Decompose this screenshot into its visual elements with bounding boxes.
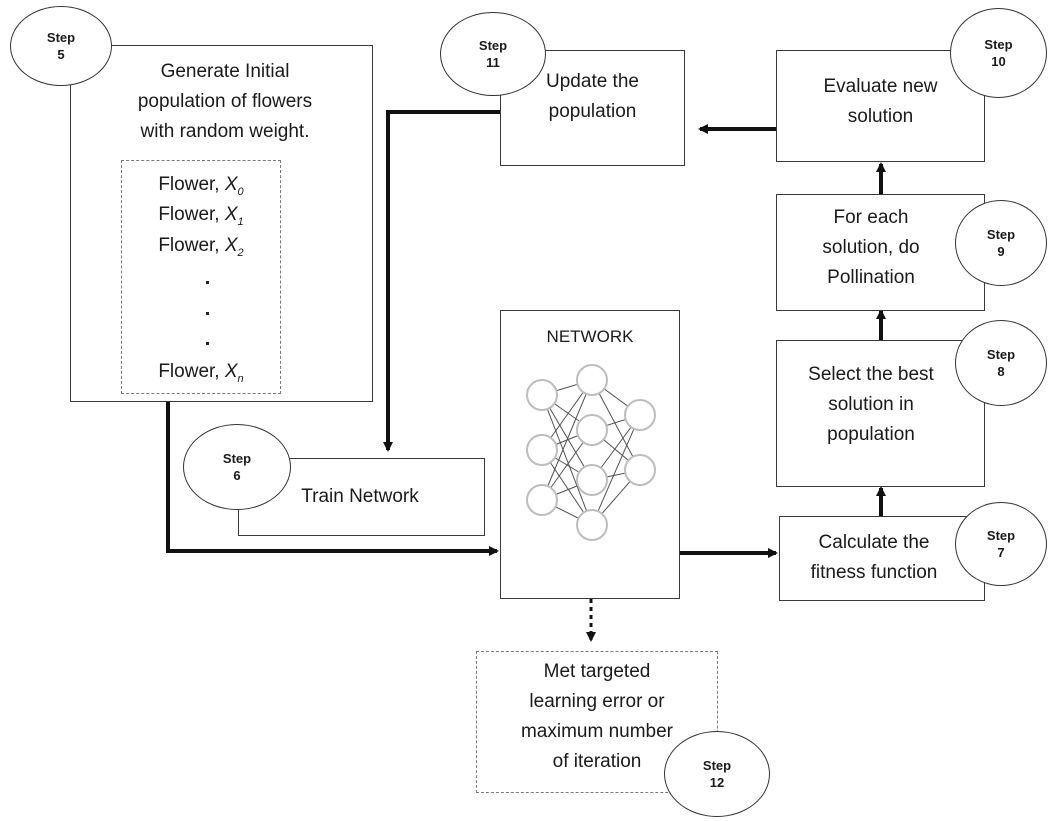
stop-line1: Met targeted xyxy=(543,661,651,682)
flower-item-n: Flower, Xn xyxy=(126,357,276,394)
flower-label: Flower, xyxy=(158,174,220,195)
fitness-line1: Calculate the xyxy=(818,532,930,553)
ellipsis-dot xyxy=(206,342,209,345)
flower-label: Flower, xyxy=(158,361,220,382)
flower-sub: 1 xyxy=(237,215,244,228)
pollination-line2: solution, do xyxy=(822,237,920,258)
input-node xyxy=(526,434,558,466)
select-line1: Select the best xyxy=(808,364,934,385)
flower-label: Flower, xyxy=(158,235,220,256)
step-7-badge: Step 7 xyxy=(955,502,1047,586)
step-5-badge: Step 5 xyxy=(10,6,112,86)
pollination-text: For each solution, do Pollination xyxy=(776,203,966,293)
arrow-update-to-train xyxy=(383,110,500,452)
step-word: Step xyxy=(702,758,732,773)
flower-var: X xyxy=(224,204,238,225)
fitness-box xyxy=(779,516,985,601)
step-word: Step xyxy=(986,347,1016,362)
update-population-text: Update the population xyxy=(500,67,685,127)
step-number: 7 xyxy=(997,545,1005,560)
flower-item-0: Flower, X0 xyxy=(126,170,276,207)
network-label: NETWORK xyxy=(546,327,634,346)
stop-criterion-text: Met targeted learning error or maximum n… xyxy=(476,657,718,777)
flower-sub: 0 xyxy=(237,185,244,198)
step-number: 5 xyxy=(57,47,65,62)
step-8-badge: Step 8 xyxy=(955,320,1047,406)
train-network-label: Train Network xyxy=(301,486,419,507)
step-word: Step xyxy=(46,30,76,45)
population-title-line2: population of flowers xyxy=(137,91,313,112)
flower-item-2: Flower, X2 xyxy=(126,231,276,268)
neural-network-icon xyxy=(526,364,656,541)
step-number: 12 xyxy=(709,775,725,790)
ellipsis-dot xyxy=(206,312,209,315)
evaluate-line1: Evaluate new xyxy=(823,76,938,97)
flower-sub: 2 xyxy=(237,246,244,259)
step-number: 6 xyxy=(233,468,241,483)
step-word: Step xyxy=(222,451,252,466)
population-title-line3: with random weight. xyxy=(140,121,310,142)
stop-line4: of iteration xyxy=(552,751,642,772)
pollination-box xyxy=(776,194,985,311)
step-6-badge: Step 6 xyxy=(183,424,291,510)
input-node xyxy=(526,484,558,516)
population-title-line1: Generate Initial xyxy=(160,61,290,82)
flower-label: Flower, xyxy=(158,204,220,225)
pollination-line3: Pollination xyxy=(827,267,915,288)
step-number: 9 xyxy=(997,244,1005,259)
step-11-badge: Step 11 xyxy=(440,12,546,96)
evaluate-text: Evaluate new solution xyxy=(776,72,985,132)
input-node xyxy=(526,379,558,411)
step-number: 10 xyxy=(991,54,1006,69)
stop-line2: learning error or xyxy=(529,691,665,712)
select-line2: solution in xyxy=(828,394,914,415)
hidden-node xyxy=(576,414,608,446)
select-best-box xyxy=(776,340,985,487)
arrow-population-to-network xyxy=(166,402,499,556)
flower-var: X xyxy=(224,174,238,195)
step-9-badge: Step 9 xyxy=(955,200,1047,286)
hidden-node xyxy=(576,464,608,496)
fitness-text: Calculate the fitness function xyxy=(779,528,969,588)
evaluate-line2: solution xyxy=(847,106,914,127)
flower-var: X xyxy=(224,361,238,382)
step-word: Step xyxy=(984,37,1013,52)
update-line1: Update the xyxy=(546,71,639,92)
fitness-line2: fitness function xyxy=(810,562,938,583)
pollination-line1: For each xyxy=(833,207,909,228)
evaluate-box xyxy=(776,50,985,162)
stop-line3: maximum number xyxy=(520,721,674,742)
select-best-text: Select the best solution in population xyxy=(776,360,966,450)
hidden-node xyxy=(576,364,608,396)
output-node xyxy=(624,399,656,431)
step-12-badge: Step 12 xyxy=(664,731,770,817)
step-word: Step xyxy=(986,528,1016,543)
flower-item-1: Flower, X1 xyxy=(126,200,276,237)
step-word: Step xyxy=(986,227,1016,242)
flower-list xyxy=(121,160,281,394)
step-10-badge: Step 10 xyxy=(950,8,1047,98)
step-number: 8 xyxy=(997,364,1005,379)
select-line3: population xyxy=(827,424,915,445)
step-word: Step xyxy=(478,38,508,53)
flower-sub: n xyxy=(237,372,244,385)
step-number: 11 xyxy=(486,55,500,70)
population-title: Generate Initial population of flowers w… xyxy=(80,57,370,147)
output-node xyxy=(624,454,656,486)
hidden-node xyxy=(576,509,608,541)
update-line2: population xyxy=(548,101,637,122)
flower-var: X xyxy=(224,235,238,256)
ellipsis-dot xyxy=(206,281,209,284)
